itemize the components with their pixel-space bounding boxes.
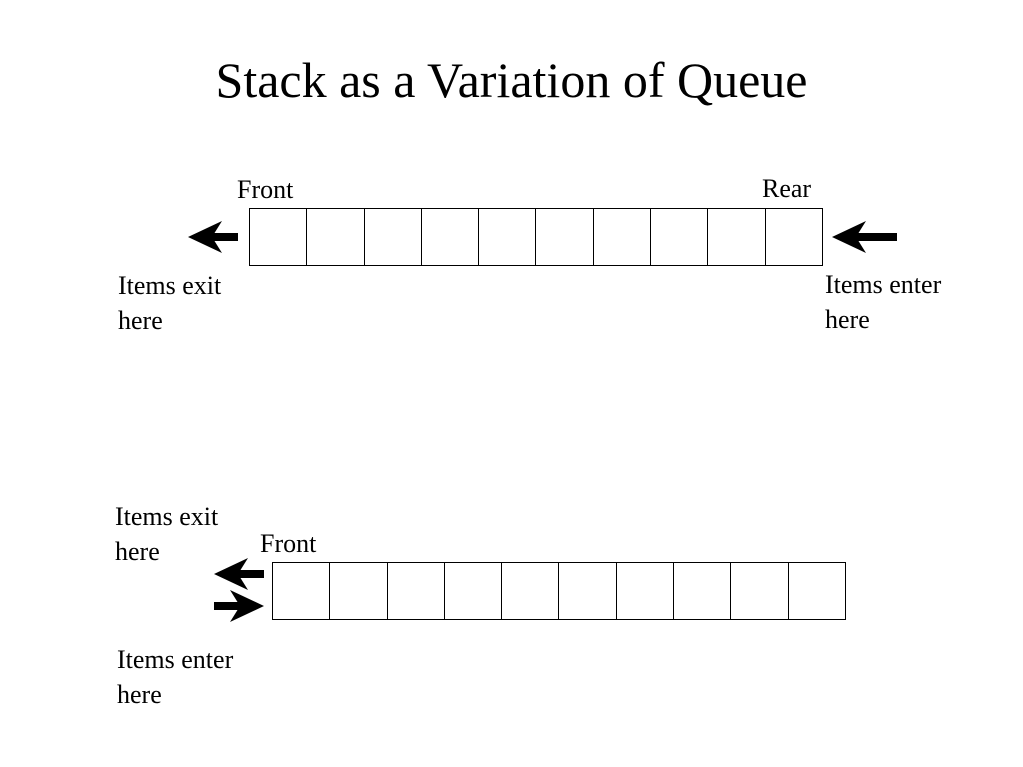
queue-exit-text: Items exit here	[118, 268, 221, 338]
stack-cell	[445, 563, 503, 619]
queue-cells	[249, 208, 823, 266]
stack-exit-text: Items exit here	[115, 499, 218, 569]
stack-cell	[388, 563, 445, 619]
stack-cell	[502, 563, 560, 619]
stack-cell	[731, 563, 789, 619]
stack-enter-arrow-icon	[214, 590, 264, 622]
queue-enter-line-1: Items enter	[825, 270, 942, 299]
queue-cell	[708, 209, 766, 265]
exit-arrow-icon	[188, 221, 238, 253]
queue-cell	[536, 209, 594, 265]
slide-title: Stack as a Variation of Queue	[215, 52, 808, 108]
queue-enter-line-2: here	[825, 305, 870, 334]
stack-front-label: Front	[260, 529, 317, 558]
queue-cell	[422, 209, 480, 265]
stack-cell	[674, 563, 732, 619]
stack-cell	[330, 563, 388, 619]
stack-cells	[272, 562, 846, 620]
stack-cell	[617, 563, 675, 619]
queue-cell	[250, 209, 308, 265]
queue-exit-line-1: Items exit	[118, 271, 222, 300]
stack-enter-line-2: here	[117, 680, 162, 709]
queue-front-label: Front	[237, 175, 294, 204]
queue-cell	[766, 209, 823, 265]
stack-enter-text: Items enter here	[117, 642, 233, 712]
queue-cell	[594, 209, 652, 265]
stack-cell	[789, 563, 846, 619]
stack-exit-line-2: here	[115, 537, 160, 566]
stack-cell	[273, 563, 331, 619]
queue-rear-label: Rear	[762, 174, 812, 203]
queue-cell	[479, 209, 537, 265]
queue-exit-line-2: here	[118, 306, 163, 335]
stack-enter-line-1: Items enter	[117, 645, 234, 674]
stack-exit-line-1: Items exit	[115, 502, 219, 531]
enter-arrow-icon	[832, 221, 897, 253]
queue-cell	[307, 209, 365, 265]
queue-cell	[365, 209, 422, 265]
stack-cell	[559, 563, 617, 619]
queue-enter-text: Items enter here	[825, 267, 941, 337]
queue-cell	[651, 209, 709, 265]
stack-exit-arrow-icon	[214, 558, 264, 590]
